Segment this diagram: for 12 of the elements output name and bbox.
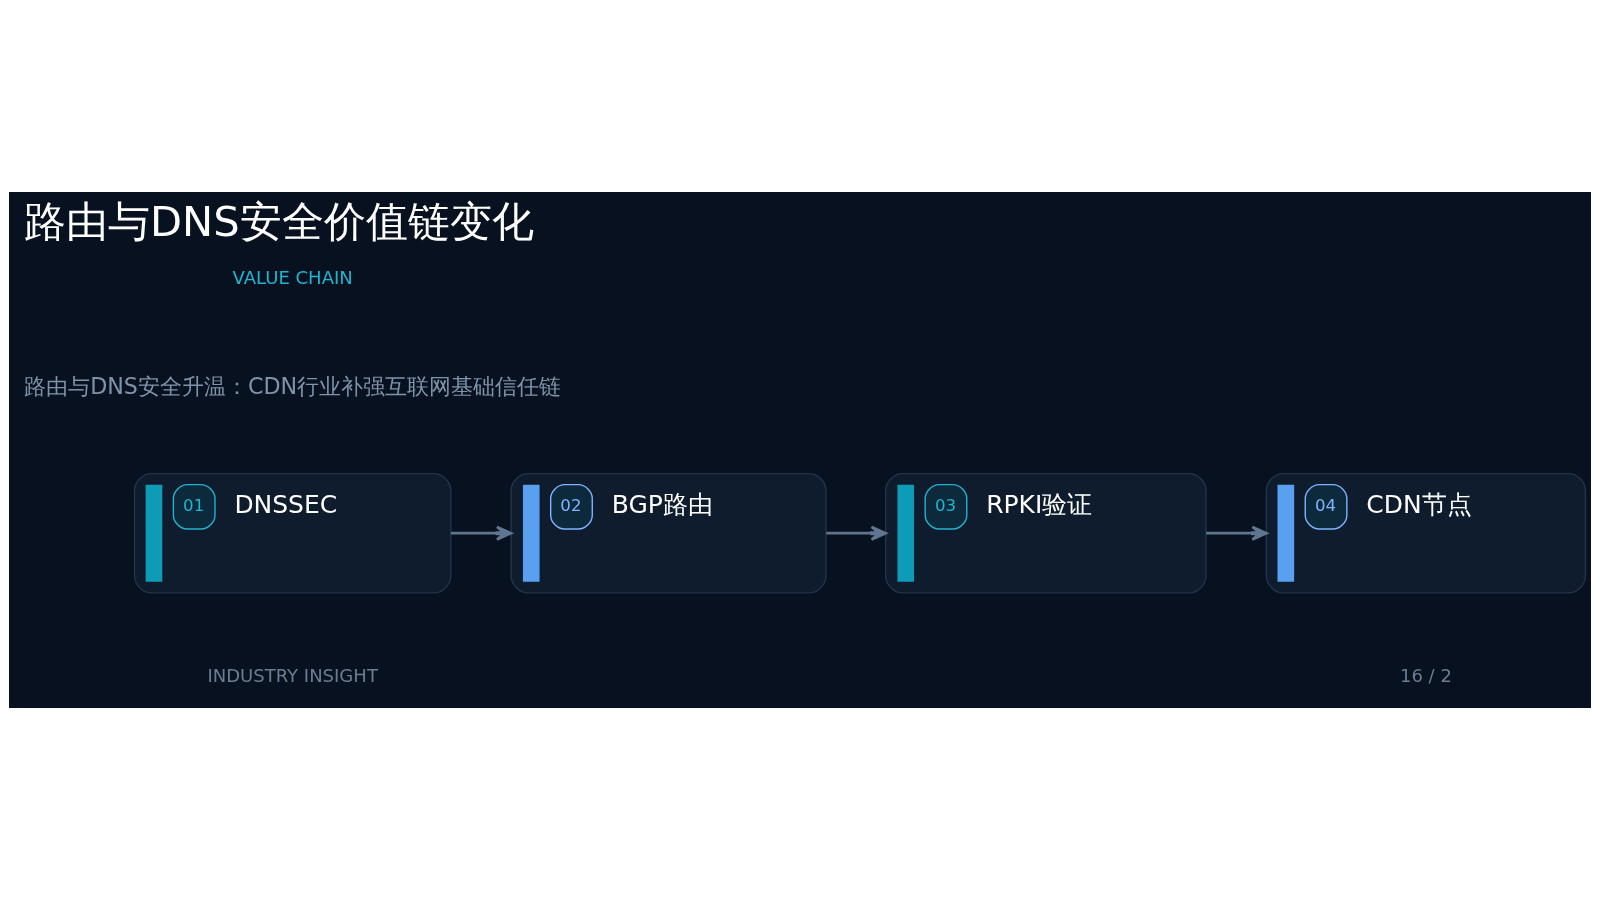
label: 16 / 2 bbox=[1399, 665, 1452, 687]
node-box: 02 BGP路由 bbox=[510, 472, 827, 594]
label: VALUE CHAIN bbox=[232, 267, 353, 289]
diagram-title: 路由与DNS安全价值链变化 bbox=[24, 197, 534, 247]
label: INDUSTRY INSIGHT bbox=[207, 665, 378, 687]
node-box: 03 RPKI验证 bbox=[884, 472, 1207, 594]
arrow bbox=[826, 525, 887, 541]
label: 路由与DNS安全升温：CDN行业补强互联网基础信任链 bbox=[24, 373, 562, 400]
arrow bbox=[450, 525, 513, 541]
arrow bbox=[1206, 525, 1268, 541]
node-box: 04 CDN节点 bbox=[1265, 472, 1587, 594]
node-box: 01 DNSSEC bbox=[133, 472, 452, 594]
